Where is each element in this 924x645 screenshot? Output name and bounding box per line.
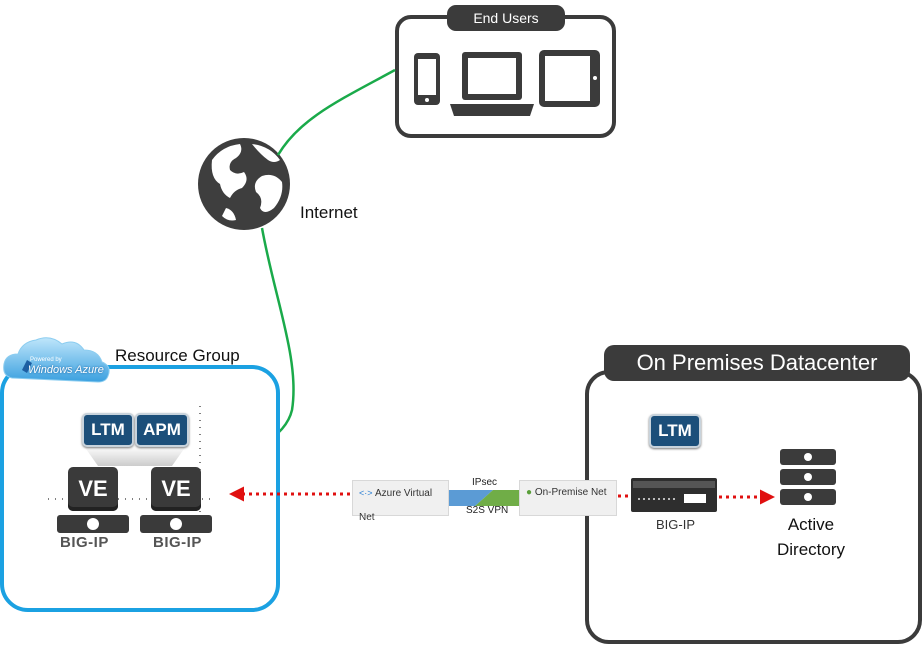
azure-logo-text: Windows Azure — [28, 364, 104, 376]
azure-logo-small-text: Powered by — [30, 357, 62, 363]
ipsec-label: IPsec — [472, 477, 498, 488]
s2s-vpn-graphic: <·> Azure Virtual Net IPsec S2S VPN ● On… — [352, 477, 617, 523]
network-arrows-icon: <·> — [359, 488, 376, 498]
on-premise-net-panel: ● On-Premise Net — [519, 480, 617, 516]
bigip-hardware — [631, 478, 717, 512]
on-premise-net-label: On-Premise Net — [534, 487, 607, 498]
resource-group-label: Resource Group — [115, 346, 240, 365]
bigip-label-2: BIG-IP — [153, 534, 202, 551]
globe-icon — [198, 138, 290, 230]
bigip-appliance-1 — [57, 515, 129, 533]
bigip-appliance-2 — [140, 515, 212, 533]
ve-block-2: VE — [151, 467, 201, 511]
location-pin-icon: ● — [526, 487, 535, 498]
azure-virtual-net-panel: <·> Azure Virtual Net — [352, 480, 449, 523]
ltm-module-dc: LTM — [649, 414, 701, 448]
bigip-label-1: BIG-IP — [60, 534, 109, 551]
ve-block-1: VE — [68, 467, 118, 511]
module-cone — [84, 446, 186, 466]
tablet-icon — [539, 50, 600, 107]
s2s-vpn-label: S2S VPN — [466, 505, 509, 516]
phone-icon — [414, 53, 440, 105]
resource-group-box — [0, 365, 280, 612]
windows-azure-logo — [3, 337, 110, 383]
vpn-tunnel — [449, 490, 519, 506]
internet-label: Internet — [300, 203, 358, 222]
laptop-icon — [450, 52, 534, 116]
bigip-label-dc: BIG-IP — [656, 517, 696, 532]
active-directory-label: Active Directory — [776, 515, 845, 559]
link-users-internet — [276, 68, 396, 156]
azure-virtual-net-label: Azure Virtual Net — [359, 488, 433, 523]
server-stack-icon — [780, 449, 836, 505]
apm-module: APM — [135, 413, 189, 447]
datacenter-title: On Premises Datacenter — [604, 345, 910, 381]
end-users-label: End Users — [447, 5, 565, 31]
ltm-module: LTM — [82, 413, 134, 447]
